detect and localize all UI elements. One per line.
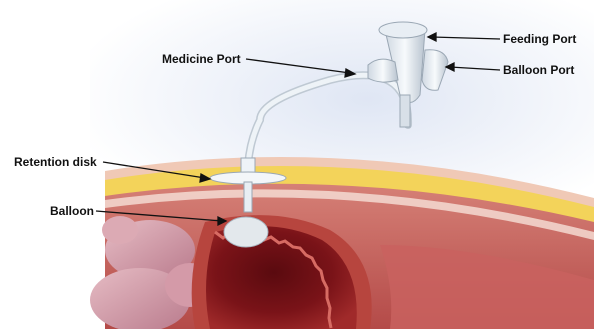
feeding-port-label: Feeding Port: [503, 32, 576, 46]
medicine-port-cap: [368, 59, 398, 82]
retention-disk-label: Retention disk: [14, 155, 97, 169]
feeding-port-cap: [379, 22, 427, 38]
balloon-label: Balloon: [50, 204, 94, 218]
medicine-port-label: Medicine Port: [162, 52, 241, 66]
balloon-shape: [224, 217, 268, 247]
balloon-port-label: Balloon Port: [503, 63, 574, 77]
